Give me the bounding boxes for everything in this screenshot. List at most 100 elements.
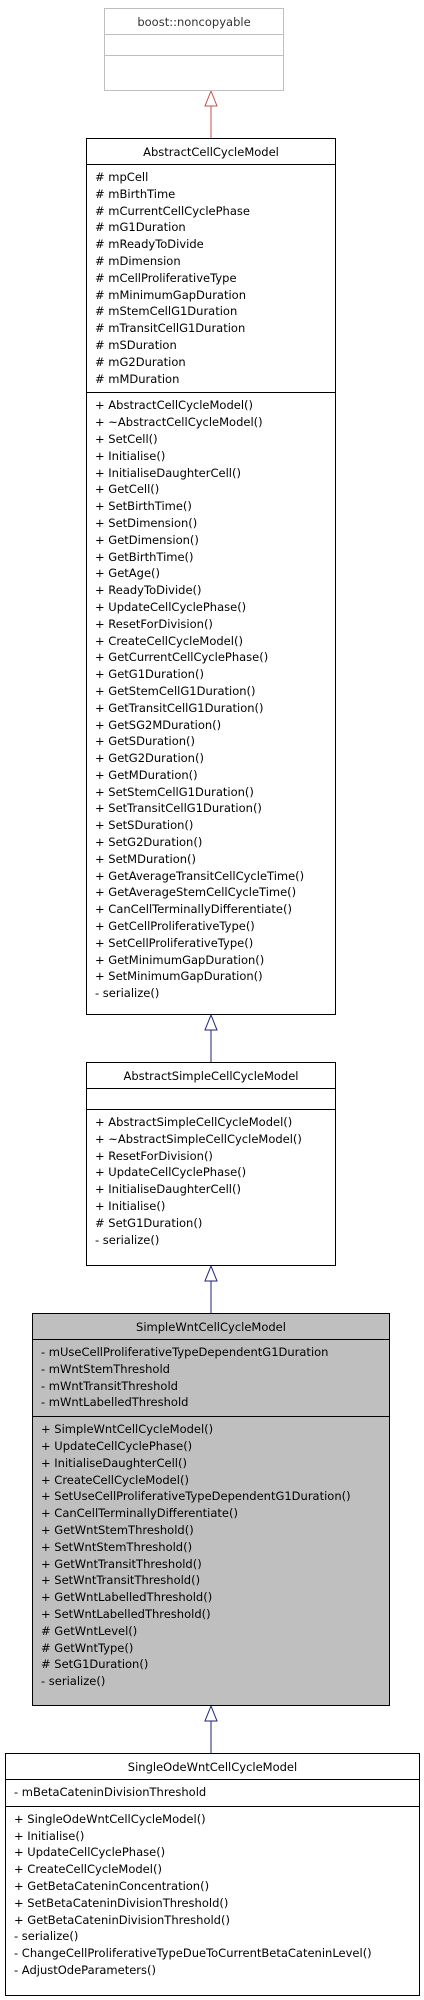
operation-item: + SetTransitCellG1Duration() [95,801,262,816]
operation-item: - ChangeCellProliferativeTypeDueToCurren… [14,1946,372,1961]
operation-item: - serialize() [95,1232,160,1247]
operation-item: + GetMDuration() [95,767,198,782]
attribute-item: # mTransitCellG1Duration [95,321,246,336]
attribute-item: # mMDuration [95,371,180,386]
operation-item: + GetBetaCateninDivisionThreshold() [14,1912,230,1927]
operation-item: - serialize() [14,1929,79,1944]
operation-item: + SetCell() [95,431,158,446]
operations-section: + SimpleWntCellCycleModel()+ UpdateCellC… [33,1416,389,1695]
class-name: SingleOdeWntCellCycleModel [127,1760,298,1774]
operation-item: + UpdateCellCyclePhase() [95,1165,247,1180]
operation-item: + GetSG2MDuration() [95,717,222,732]
operations-section: + SingleOdeWntCellCycleModel() + Initiali… [6,1805,419,1984]
attribute-item: - mBetaCateninDivisionThreshold [14,1785,207,1799]
attribute-item: # mSDuration [95,337,177,352]
operation-item: + InitialiseDaughterCell() [95,465,241,480]
operation-item: + ~AbstractSimpleCellCycleModel() [95,1131,302,1146]
operation-item: + SetWntStemThreshold() [41,1539,193,1554]
operation-item: + GetDimension() [95,532,199,547]
operation-item: + SetStemCellG1Duration() [95,784,254,799]
operation-item: + UpdateCellCyclePhase() [41,1438,193,1453]
attributes-section: - mBetaCateninDivisionThreshold [6,1779,419,1806]
operation-item: + ~AbstractCellCycleModel() [95,415,263,430]
operation-item: + GetG2Duration() [95,751,204,766]
operation-item: + GetTransitCellG1Duration() [95,700,264,715]
operation-item: # SetG1Duration() [41,1657,149,1672]
class-name: AbstractSimpleCellCycleModel [123,1069,299,1083]
operation-item: + SetBirthTime() [95,499,192,514]
operation-item: + SetMDuration() [95,851,197,866]
operation-item: + GetCurrentCellCyclePhase() [95,650,269,665]
operation-item: + SetCellProliferativeType() [95,935,254,950]
operation-item: + CanCellTerminallyDifferentiate() [41,1506,238,1521]
operation-item: + GetG1Duration() [95,667,204,682]
operation-item: + CreateCellCycleModel() [41,1472,189,1487]
edge-abstract-simple-to-abstract-cell-cycle-model [204,1013,218,1062]
class-box-single-ode-wnt-cell-cycle-model: SingleOdeWntCellCycleModel - mBetaCatenin… [5,1753,420,1996]
operation-item: + GetWntLabelledThreshold() [41,1590,213,1605]
operation-item: + SetDimension() [95,515,198,530]
attribute-item: # mBirthTime [95,186,176,201]
class-name: AbstractCellCycleModel [143,145,279,159]
operations-section [105,55,283,76]
attribute-item: # mG2Duration [95,354,186,369]
attribute-item: # mpCell [95,170,149,184]
class-box-abstract-cell-cycle-model: AbstractCellCycleModel # mpCell # mBirthTi… [86,138,336,1015]
class-box-simple-wnt-cell-cycle-model: SimpleWntCellCycleModel - mUseCellProlife… [32,1313,390,1706]
operation-item: + SetWntTransitThreshold() [41,1573,201,1588]
operation-item: # SetG1Duration() [95,1215,203,1230]
attribute-item: # mMinimumGapDuration [95,287,246,302]
operation-item: + ResetForDivision() [95,616,213,631]
operation-item: + GetAverageTransitCellCycleTime() [95,868,305,883]
class-name: SimpleWntCellCycleModel [136,1320,286,1334]
operation-item: + GetAverageStemCellCycleTime() [95,885,297,900]
attribute-item: # mCellProliferativeType [95,270,237,285]
operation-item: + SetBetaCateninDivisionThreshold() [14,1895,229,1910]
attribute-item: - mWntLabelledThreshold [41,1395,189,1410]
operations-section: + AbstractSimpleCellCycleModel()+ ~Abstr… [87,1109,335,1253]
operation-item: + GetMinimumGapDuration() [95,952,265,967]
operation-item: + CreateCellCycleModel() [95,633,243,648]
attribute-item: - mWntStemThreshold [41,1361,170,1376]
edge-abstract-cell-cycle-model-to-noncopyable [204,89,218,138]
operation-item: + CreateCellCycleModel() [14,1862,162,1877]
operation-item: + SetSDuration() [95,818,194,833]
operation-item: + UpdateCellCyclePhase() [14,1845,166,1860]
attribute-item: - mUseCellProliferativeTypeDependentG1Du… [41,1345,329,1359]
operation-item: + ResetForDivision() [95,1148,213,1163]
attribute-item: # mCurrentCellCyclePhase [95,203,250,218]
operation-item: + GetWntTransitThreshold() [41,1556,202,1571]
operation-item: + GetSDuration() [95,734,196,749]
operation-item: + Initialise() [14,1828,85,1843]
operation-item: + AbstractCellCycleModel() [95,398,253,413]
operation-item: # GetWntType() [41,1640,134,1655]
operation-item: + InitialiseDaughterCell() [95,1182,241,1197]
attribute-item: # mG1Duration [95,220,186,235]
attribute-item: # mStemCellG1Duration [95,304,238,319]
operation-item: + InitialiseDaughterCell() [41,1455,187,1470]
attribute-item: # mDimension [95,253,181,268]
attribute-item: - mWntTransitThreshold [41,1378,178,1393]
operation-item: + UpdateCellCyclePhase() [95,599,247,614]
attributes-section [87,1088,335,1109]
operation-item: + GetStemCellG1Duration() [95,683,256,698]
operation-item: + SetWntLabelledThreshold() [41,1606,211,1621]
operations-section: + AbstractCellCycleModel() + ~AbstractCel… [87,392,335,1007]
operation-item: + GetCellProliferativeType() [95,919,255,934]
operation-item: + SimpleWntCellCycleModel() [41,1422,214,1437]
attributes-section [105,34,283,55]
operation-item: + ReadyToDivide() [95,583,202,598]
class-box-noncopyable: boost::noncopyable [104,8,284,91]
operation-item: + GetBirthTime() [95,549,194,564]
edge-single-ode-wnt-to-simple-wnt [204,1704,218,1753]
operation-item: - serialize() [95,986,160,1001]
operation-item: + SetUseCellProliferativeTypeDependentG1… [41,1489,351,1504]
attributes-section: # mpCell # mBirthTime # mCurrentCellCycleP… [87,164,335,392]
operation-item: + Initialise() [95,448,166,463]
operation-item: + CanCellTerminallyDifferentiate() [95,902,292,917]
operation-item: + GetAge() [95,566,161,581]
operation-item: + SingleOdeWntCellCycleModel() [14,1811,206,1826]
attributes-section: - mUseCellProliferativeTypeDependentG1Du… [33,1339,389,1416]
operation-item: + SetMinimumGapDuration() [95,969,263,984]
